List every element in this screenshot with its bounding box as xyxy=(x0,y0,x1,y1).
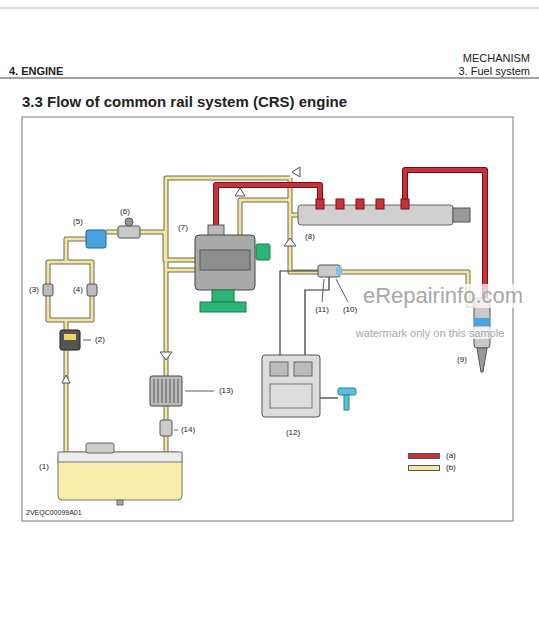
return-filter xyxy=(160,420,172,436)
ecu xyxy=(262,355,320,417)
leader-lines xyxy=(83,279,348,430)
image-code: 2VEQC00099A01 xyxy=(25,509,83,517)
sensor-stem xyxy=(344,395,349,410)
callout-number: (1) xyxy=(38,463,50,472)
injector-band xyxy=(474,318,490,326)
low-pressure-line xyxy=(65,350,68,452)
ecu-board xyxy=(270,384,312,408)
watermark: watermark only on this sample xyxy=(355,327,506,339)
cooler-fins xyxy=(154,379,178,403)
low-pressure-line xyxy=(166,269,195,272)
check-valve xyxy=(87,284,97,296)
watermark: eRepairinfo.com xyxy=(362,284,524,308)
low-pressure-line xyxy=(165,406,168,420)
low-pressure-line xyxy=(165,436,168,452)
fuel-lines xyxy=(48,170,485,452)
strainer xyxy=(43,284,53,296)
callout-number: (11) xyxy=(314,306,330,315)
legend-row: (a) xyxy=(408,452,456,461)
low-pressure-line xyxy=(106,231,118,234)
high-pressure-line-outline xyxy=(405,170,485,298)
tank-cap xyxy=(86,443,114,453)
callout-number: (2) xyxy=(94,336,106,345)
fuel-tank xyxy=(58,452,182,500)
low-pressure-line-outline xyxy=(106,230,118,235)
high-pressure-line xyxy=(405,170,485,298)
feed-pump-detail xyxy=(64,334,76,340)
low-pressure-line-outline xyxy=(66,239,86,262)
low-pressure-line-outline xyxy=(164,406,169,420)
callout-number: (7) xyxy=(177,224,189,233)
sedimenter-top xyxy=(125,218,133,226)
sedimenter xyxy=(118,226,140,238)
legend-swatch xyxy=(408,453,440,459)
callout-number: (6) xyxy=(119,208,131,217)
callout-number: (10) xyxy=(342,306,358,315)
signal-wire xyxy=(305,277,329,355)
legend-label: (b) xyxy=(446,464,456,473)
legend-row: (b) xyxy=(408,464,456,473)
rail-fittings xyxy=(316,199,409,209)
feed-pump xyxy=(60,330,80,350)
pump-drive xyxy=(212,290,234,302)
section-header: 4. ENGINE xyxy=(8,65,64,77)
fuel-cooler xyxy=(150,376,182,406)
callout-number: (8) xyxy=(304,233,316,242)
low-pressure-line xyxy=(48,262,92,330)
ecu-connector xyxy=(270,362,288,376)
pump-solenoid xyxy=(256,244,270,260)
callout-number: (12) xyxy=(285,429,301,438)
tank-top xyxy=(58,452,182,462)
low-pressure-line-outline xyxy=(240,200,290,235)
subsection-header: 3. Fuel system xyxy=(457,65,531,77)
pump-flange xyxy=(200,302,246,312)
low-pressure-line-outline xyxy=(64,350,69,452)
ecu-connector xyxy=(294,362,312,376)
low-pressure-line-outline xyxy=(48,262,92,330)
callout-number: (3) xyxy=(28,286,40,295)
low-pressure-line xyxy=(290,214,298,217)
legend-swatch xyxy=(408,465,440,471)
signal-wire xyxy=(280,271,318,355)
low-pressure-line-outline xyxy=(166,178,290,376)
header-rule xyxy=(0,8,539,9)
low-pressure-line-outline xyxy=(164,436,169,452)
fuel-filter xyxy=(86,230,106,248)
low-pressure-line-outline xyxy=(166,268,195,273)
low-pressure-line xyxy=(240,200,290,235)
figure-title: 3.3 Flow of common rail system (CRS) eng… xyxy=(22,94,347,111)
flow-arrows xyxy=(62,167,300,383)
tank-drain xyxy=(117,500,123,505)
callout-number: (4) xyxy=(72,286,84,295)
callout-number: (9) xyxy=(456,356,468,365)
low-pressure-line xyxy=(166,178,290,376)
sensor xyxy=(338,388,356,395)
injector-nozzle xyxy=(477,348,487,372)
callout-number: (14) xyxy=(180,426,196,435)
low-pressure-line xyxy=(66,239,86,262)
supply-pump xyxy=(195,235,255,290)
callout-number: (5) xyxy=(72,218,84,227)
pump-body xyxy=(200,250,250,270)
valve-detail xyxy=(336,267,342,275)
figure-frame xyxy=(22,117,513,521)
rail-pressure-sensor xyxy=(453,208,470,222)
header-rule xyxy=(0,78,539,79)
signal-wire xyxy=(320,397,338,398)
legend-label: (a) xyxy=(446,452,456,461)
callout-number: (13) xyxy=(218,387,234,396)
chapter-header: MECHANISM xyxy=(462,52,531,64)
